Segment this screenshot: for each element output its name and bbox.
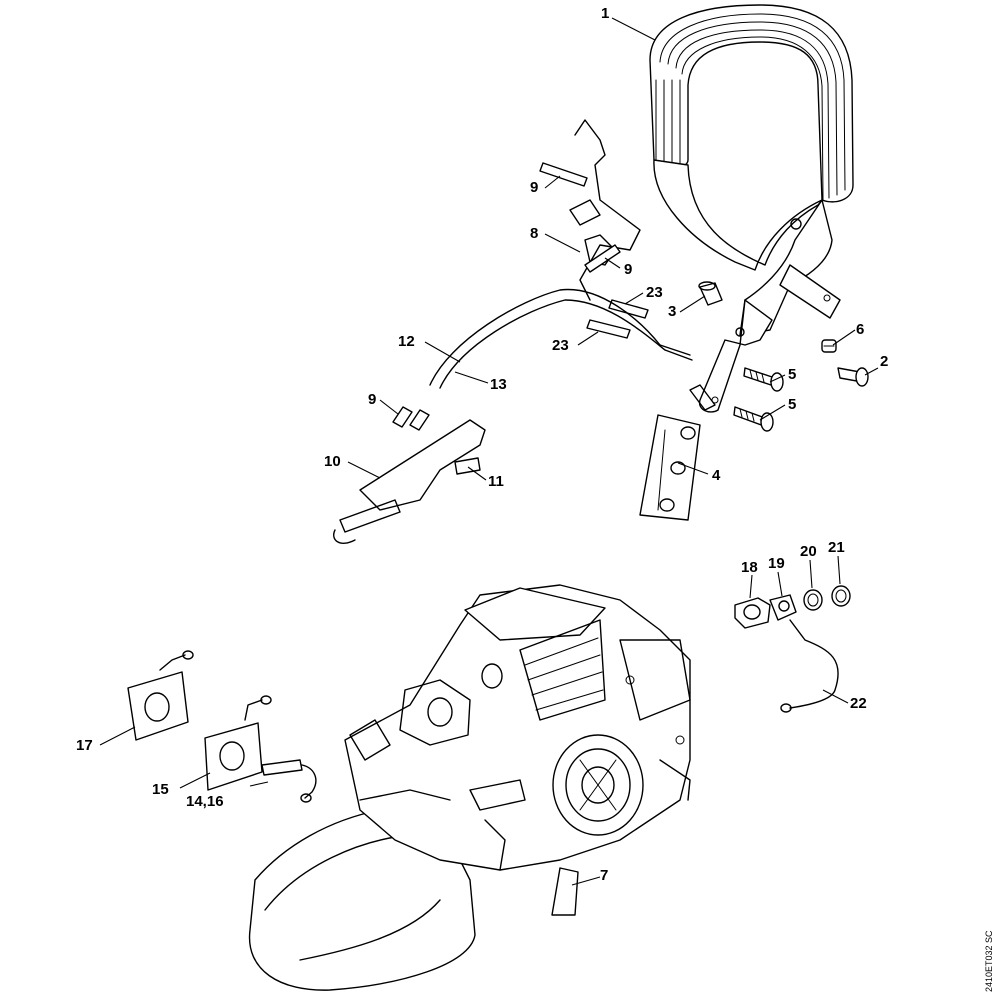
callout-9c: 9 (368, 391, 376, 408)
cable-12-13 (429, 288, 693, 389)
callout-14-16: 14,16 (186, 793, 224, 810)
callout-13: 13 (490, 376, 507, 393)
callout-7: 7 (600, 867, 608, 884)
callout-21: 21 (828, 539, 845, 556)
callout-4: 4 (712, 467, 721, 484)
buffer-part-4 (639, 414, 701, 521)
switch-part-18 (734, 597, 771, 629)
callout-12: 12 (398, 333, 415, 350)
screw-2 (837, 367, 869, 387)
callout-5b: 5 (788, 396, 796, 413)
gasket-15 (204, 695, 272, 791)
callout-9b: 9 (624, 261, 632, 278)
callout-11: 11 (488, 473, 504, 490)
sleeve-23a (608, 299, 649, 319)
screw-5b (733, 406, 774, 432)
ring-20 (803, 589, 823, 611)
callout-3: 3 (668, 303, 676, 320)
gasket-17 (127, 650, 194, 741)
engine-housing (248, 584, 691, 991)
callout-5a: 5 (788, 366, 796, 383)
part-7 (551, 867, 579, 916)
handlebar-part (649, 4, 854, 413)
drawing-code: 2410ET032 SC (984, 930, 994, 992)
screw-5a (743, 367, 784, 392)
part-11 (454, 457, 481, 475)
sleeve-23b (586, 319, 631, 339)
screw-6 (821, 339, 837, 353)
part-19 (769, 594, 797, 621)
callout-2: 2 (880, 353, 888, 370)
leader-lines (99, 17, 879, 886)
callout-1: 1 (601, 5, 609, 22)
callout-labels: 1 2 3 4 5 5 6 7 8 9 9 9 10 11 12 13 14,1… (76, 5, 888, 884)
wire-14-16 (261, 759, 317, 803)
callout-19: 19 (768, 555, 785, 572)
callout-6: 6 (856, 321, 864, 338)
pin-9c (392, 406, 430, 431)
callout-23a: 23 (646, 284, 663, 301)
wire-22 (780, 619, 839, 713)
callout-17: 17 (76, 737, 93, 754)
callout-15: 15 (152, 781, 169, 798)
callout-23b: 23 (552, 337, 569, 354)
callout-20: 20 (800, 543, 817, 560)
pin-9b (584, 244, 621, 273)
callout-18: 18 (741, 559, 758, 576)
callout-8: 8 (530, 225, 538, 242)
callout-9a: 9 (530, 179, 538, 196)
spacer-part (698, 281, 723, 306)
plate-part-10 (333, 419, 486, 544)
callout-22: 22 (850, 695, 867, 712)
ring-21 (831, 585, 851, 607)
pin-9a (539, 162, 588, 187)
callout-10: 10 (324, 453, 341, 470)
